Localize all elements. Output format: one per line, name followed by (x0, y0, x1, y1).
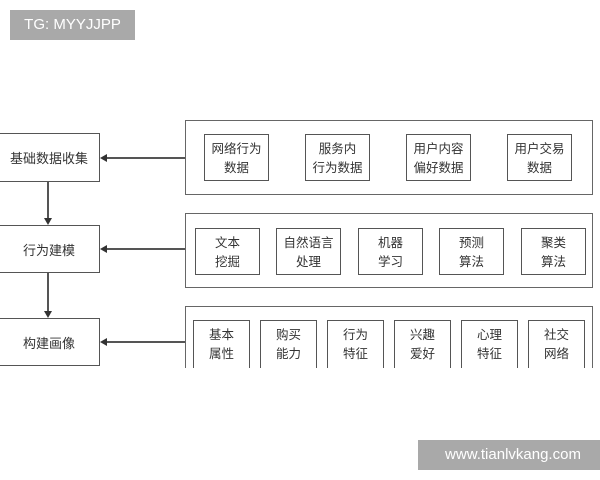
item-network-behavior-data: 网络行为 数据 (204, 134, 269, 181)
stage-label: 构建画像 (22, 336, 75, 352)
item-interests-hobbies: 兴趣 爱好 (394, 320, 451, 368)
item-in-service-behavior-data: 服务内 行为数据 (305, 134, 370, 181)
item-basic-attributes: 基本 属性 (193, 320, 250, 368)
connector-line (107, 248, 185, 250)
item-behavior-features: 行为 特征 (327, 320, 384, 368)
item-prediction-algorithm: 预测 算法 (439, 228, 504, 275)
arrow-down-icon (44, 311, 52, 318)
stage-basic-data-collection: 基础数据收集 (0, 133, 100, 182)
arrow-down-icon (44, 218, 52, 225)
group-profile-dimensions: 基本 属性 购买 能力 行为 特征 兴趣 爱好 心理 特征 社交 网络 (185, 306, 593, 368)
arrow-left-icon (100, 338, 107, 346)
arrow-left-icon (100, 154, 107, 162)
stage-build-profile: 构建画像 (0, 318, 100, 366)
item-text-mining: 文本 挖掘 (195, 228, 260, 275)
item-content-preference-data: 用户内容 偏好数据 (406, 134, 471, 181)
item-social-network: 社交 网络 (528, 320, 585, 368)
connector-line (107, 341, 185, 343)
group-data-sources: 网络行为 数据 服务内 行为数据 用户内容 偏好数据 用户交易 数据 (185, 120, 593, 195)
stage-behavior-modeling: 行为建模 (0, 225, 100, 273)
stage-label: 行为建模 (22, 243, 75, 259)
connector-line (47, 273, 49, 311)
watermark-top: TG: MYYJJPP (10, 10, 135, 40)
watermark-bottom: www.tianlvkang.com (418, 440, 600, 470)
connector-line (47, 182, 49, 218)
arrow-left-icon (100, 245, 107, 253)
user-profile-flow-diagram: 基础数据收集 行为建模 构建画像 网络行为 数据 服务内 行为数据 用户内容 偏… (0, 120, 593, 368)
group-modeling-methods: 文本 挖掘 自然语言 处理 机器 学习 预测 算法 聚类 算法 (185, 213, 593, 288)
item-machine-learning: 机器 学习 (358, 228, 423, 275)
item-clustering-algorithm: 聚类 算法 (521, 228, 586, 275)
item-purchasing-power: 购买 能力 (260, 320, 317, 368)
item-transaction-data: 用户交易 数据 (507, 134, 572, 181)
stage-label: 基础数据收集 (9, 152, 88, 167)
connector-line (107, 157, 185, 159)
item-nlp: 自然语言 处理 (276, 228, 341, 275)
item-psychological-features: 心理 特征 (461, 320, 518, 368)
